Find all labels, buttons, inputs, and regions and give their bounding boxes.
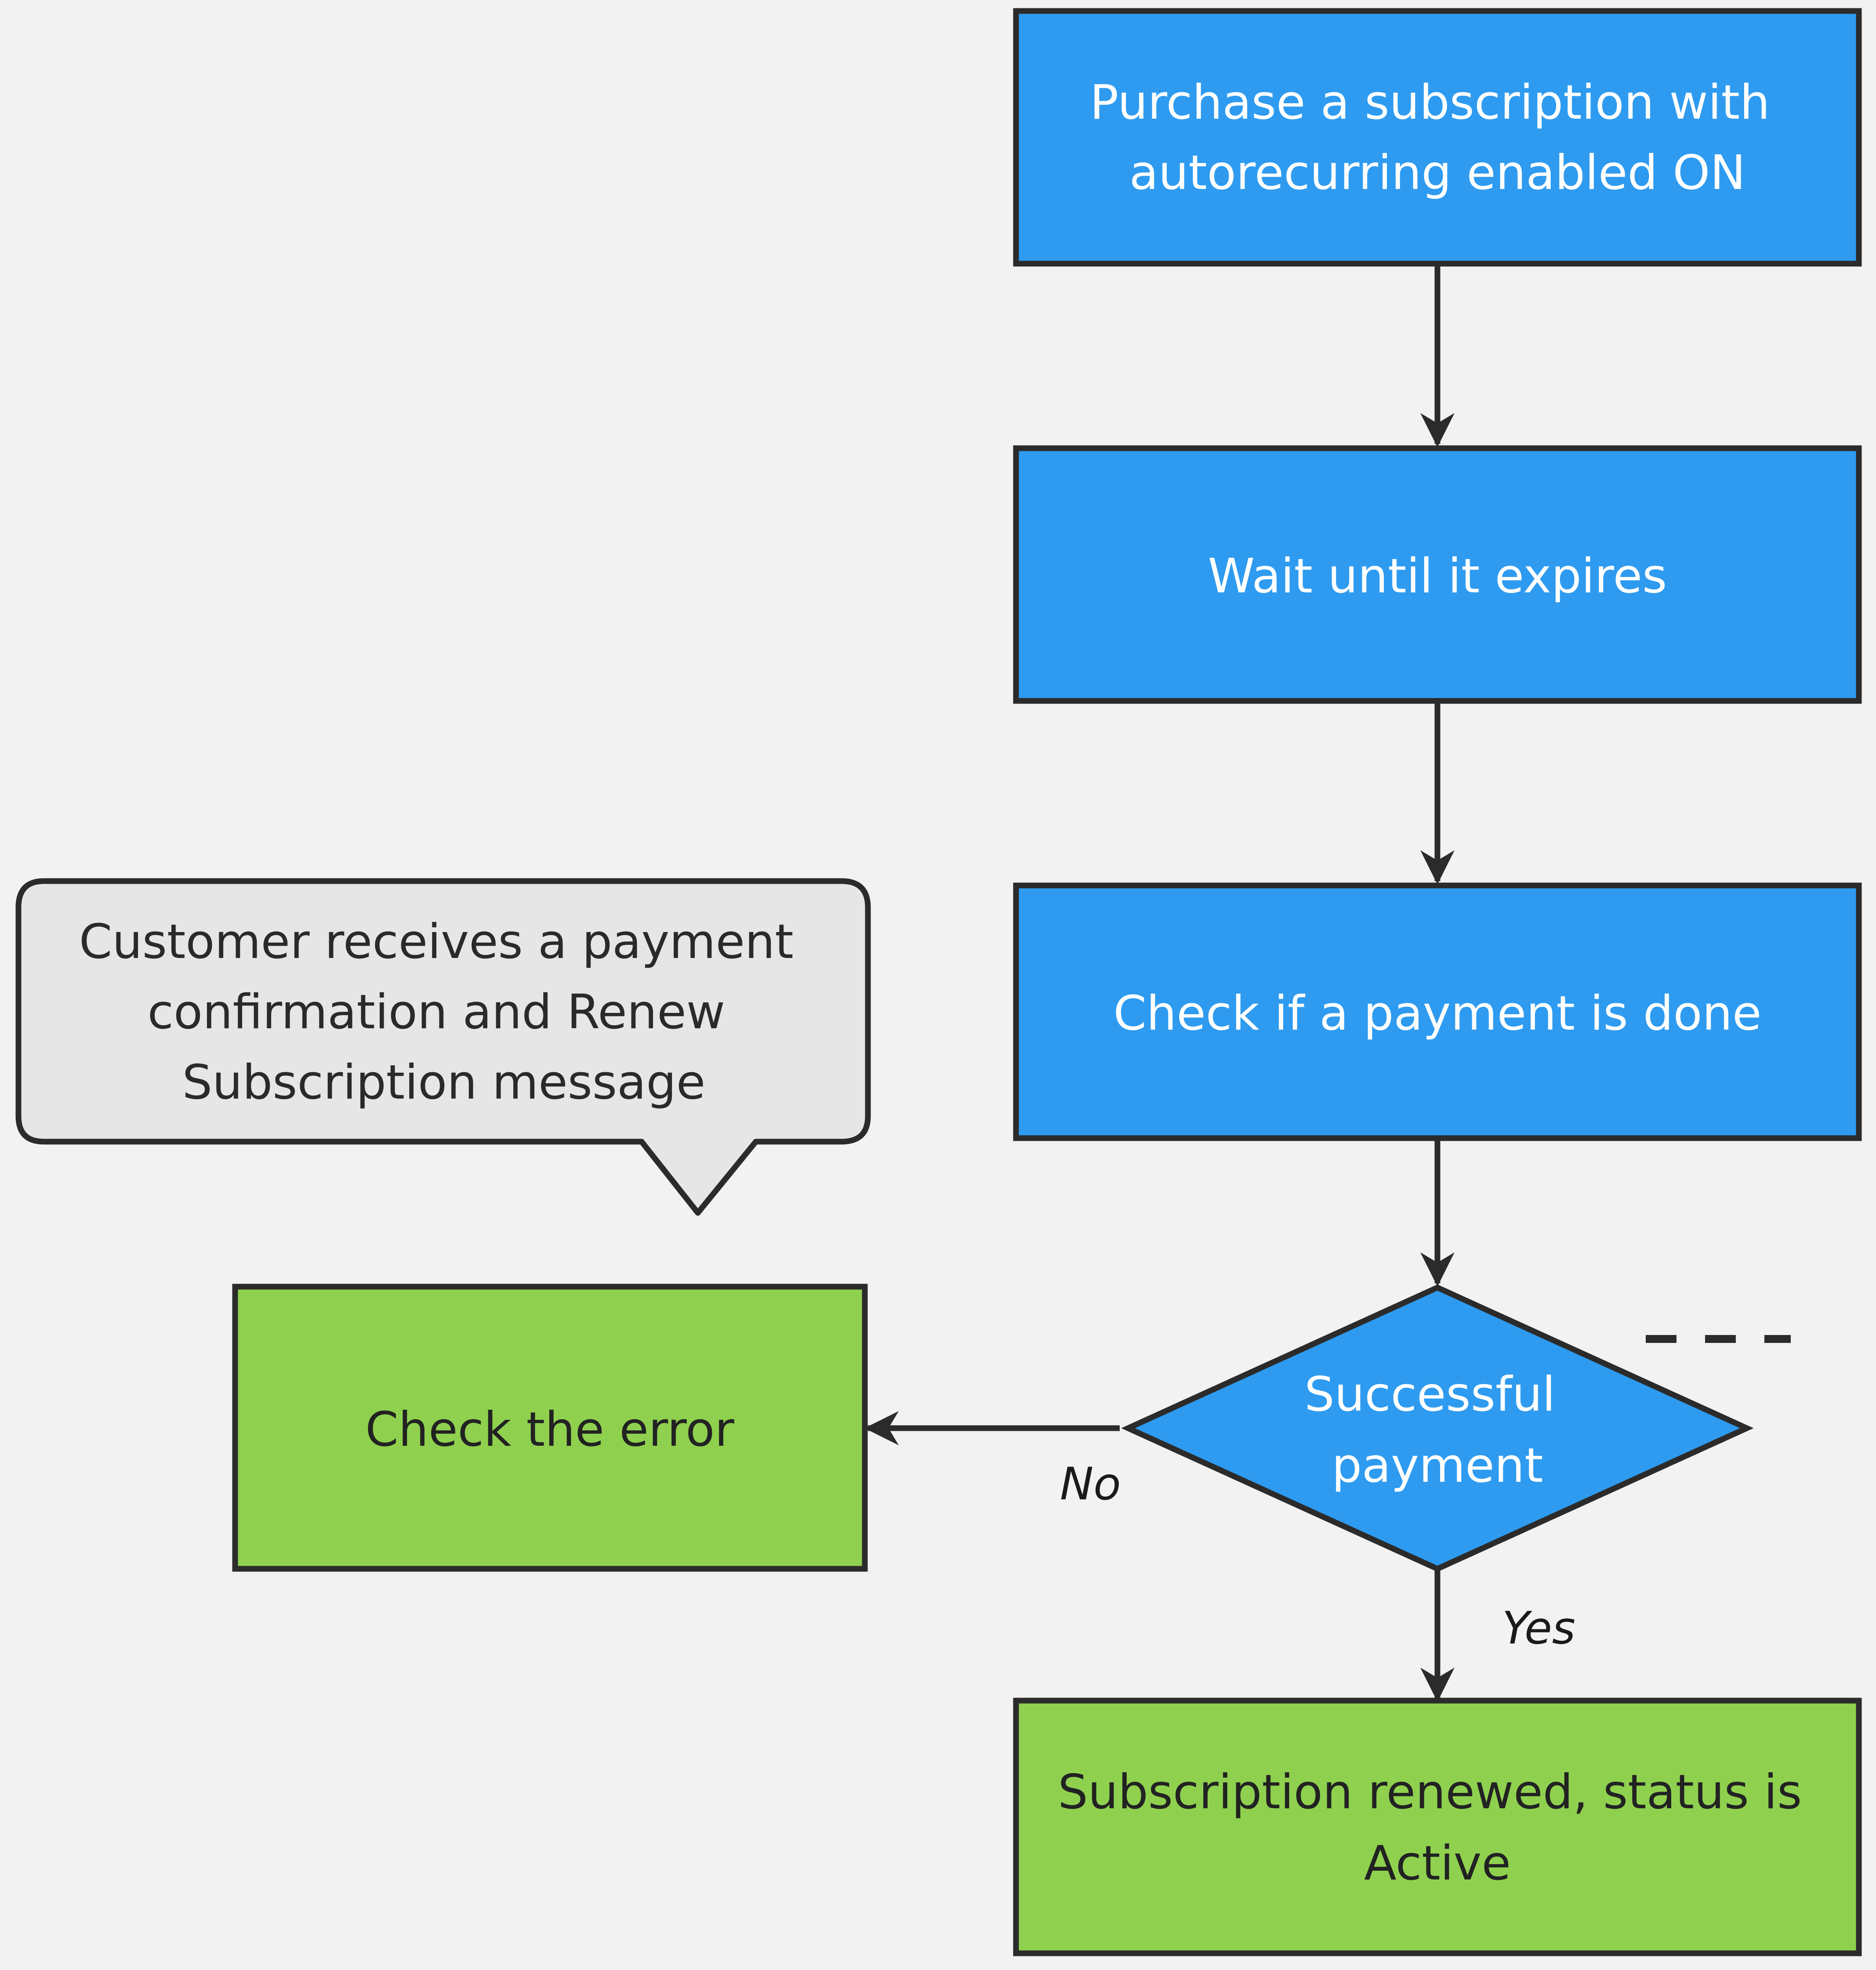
svg-text:Purchase a subscription with: Purchase a subscription with autorecurri… (1090, 75, 1785, 200)
edge-label-yes: Yes (1502, 1602, 1575, 1654)
svg-text:Check if a payment is done: Check if a payment is done (1114, 986, 1762, 1041)
node-check-payment-line-1: Check if a payment is done (1114, 986, 1762, 1041)
node-purchase-line-2: autorecurring enabled ON (1129, 145, 1745, 200)
svg-text:Subscription renewed, status i: Subscription renewed, status is Active (1058, 1765, 1817, 1891)
node-decision-successful-payment: Successful payment (1121, 1284, 1754, 1572)
svg-text:Check the error: Check the error (365, 1402, 734, 1457)
edge-label-no: No (1060, 1458, 1121, 1510)
node-check-payment-done: Check if a payment is done (1013, 882, 1862, 1141)
node-renewed-line-1: Subscription renewed, status is (1058, 1765, 1802, 1820)
node-decision-line-1: Successful (1304, 1367, 1555, 1422)
node-wait-until-expires: Wait until it expires (1013, 445, 1862, 704)
svg-text:Wait until it expires: Wait until it expires (1208, 549, 1667, 604)
node-renewed-line-2: Active (1364, 1836, 1511, 1891)
callout-payment-confirmation: Customer receives a payment confirmation… (15, 878, 871, 1216)
callout-line-1: Customer receives a payment (79, 914, 794, 969)
node-check-the-error: Check the error (232, 1284, 868, 1572)
node-wait-line-1: Wait until it expires (1208, 549, 1667, 604)
node-subscription-renewed: Subscription renewed, status is Active (1013, 1698, 1862, 1956)
svg-text:Customer receives a payment: Customer receives a payment confirmation… (79, 914, 809, 1110)
svg-text:Successful payment: Successful payment (1304, 1367, 1571, 1493)
node-error-line-1: Check the error (365, 1402, 734, 1457)
callout-line-3: Subscription message (182, 1055, 706, 1110)
node-purchase-subscription: Purchase a subscription with autorecurri… (1013, 8, 1862, 267)
callout-line-2: confirmation and Renew (148, 985, 725, 1040)
node-decision-line-2: payment (1332, 1438, 1543, 1493)
node-purchase-line-1: Purchase a subscription with (1090, 75, 1770, 130)
